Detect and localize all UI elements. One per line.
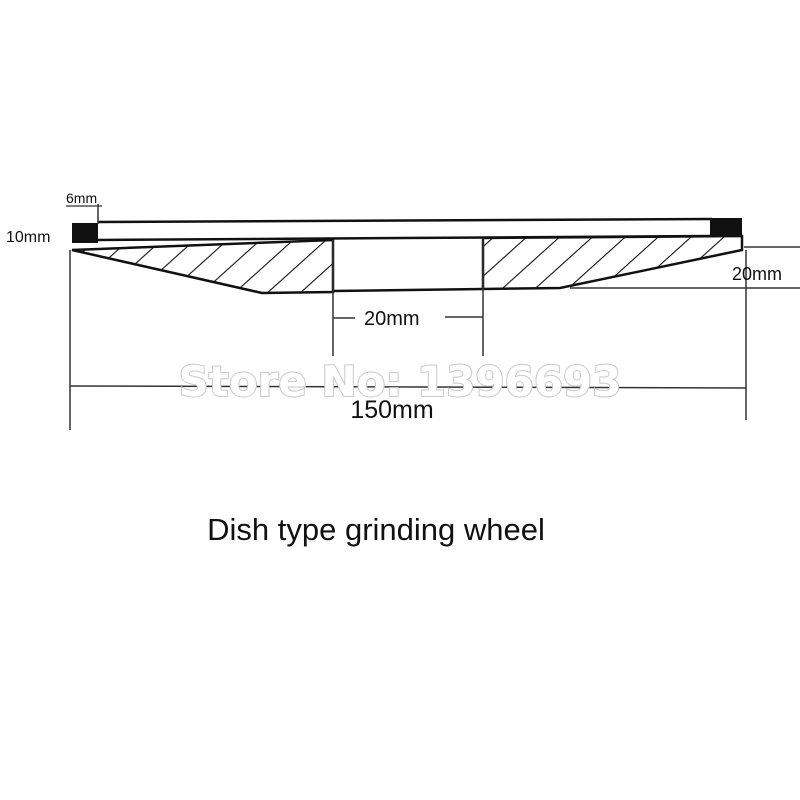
left-section-hatch — [71, 238, 335, 295]
store-watermark: Store No: 1396693 — [179, 357, 622, 406]
top-edge-line — [97, 217, 713, 224]
right-section-hatch — [481, 234, 744, 291]
bore-bottom-line — [332, 287, 484, 293]
rim-height-label: 10mm — [6, 229, 50, 246]
thickness-label: 20mm — [732, 264, 782, 284]
diagram-caption: Dish type grinding wheel — [207, 512, 545, 547]
outer-dimension-line — [69, 385, 747, 389]
bore-dimension-label: 20mm — [364, 308, 420, 330]
right-abrasive-rim — [710, 218, 742, 237]
left-abrasive-rim — [72, 223, 98, 243]
rim-width-label: 6mm — [66, 190, 97, 206]
outer-diameter-label: 150mm — [350, 396, 433, 424]
